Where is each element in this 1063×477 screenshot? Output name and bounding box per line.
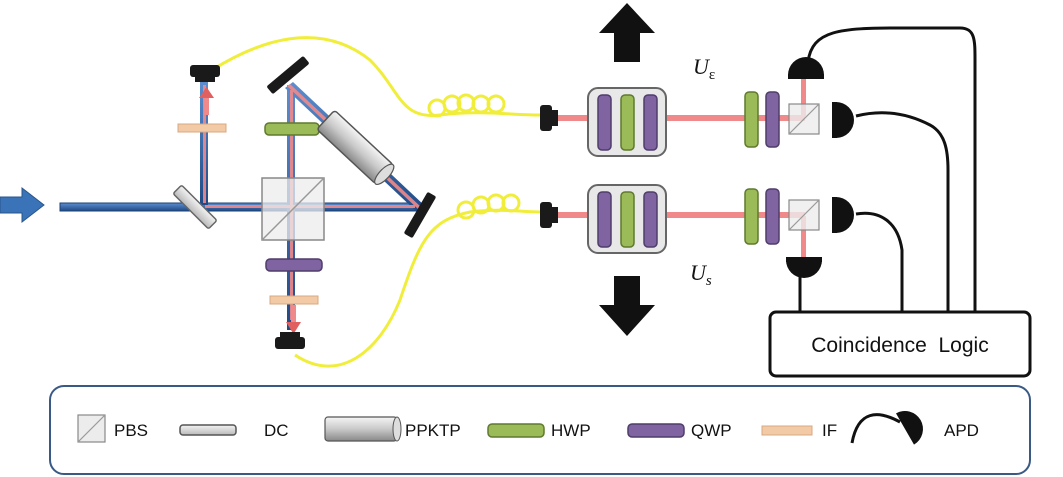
- up-arrow-icon: [599, 3, 655, 62]
- if-filter-upper: [177, 123, 227, 133]
- legend-dc-icon: [179, 424, 237, 436]
- legend: PBS DC PPKTP HWP QWP IF APD: [49, 385, 1031, 475]
- legend-label-apd: APD: [944, 421, 979, 440]
- if-filter-lower: [269, 295, 319, 305]
- fiber-lower: [294, 193, 541, 368]
- label-u-epsilon: Uε: [693, 54, 715, 83]
- output-coupler-lower: [540, 202, 558, 228]
- legend-label-dc: DC: [264, 421, 289, 440]
- mirror-right: [404, 192, 436, 238]
- legend-ppktp-icon: [324, 416, 402, 442]
- apd-detector-top: [788, 57, 824, 79]
- signal-arrows: [199, 87, 301, 334]
- ppktp-crystal: [317, 110, 395, 185]
- legend-label-hwp: HWP: [551, 421, 591, 440]
- fiber-coupler-upper: [190, 65, 220, 82]
- pbs-analysis-lower: [788, 199, 820, 231]
- mirror-top: [267, 56, 309, 94]
- fiber-upper: [211, 36, 541, 118]
- legend-label-ppktp: PPKTP: [405, 421, 461, 440]
- down-arrow-icon: [599, 276, 655, 336]
- coincidence-logic-label: Coincidence Logic: [811, 334, 988, 357]
- legend-qwp-icon: [627, 423, 685, 438]
- pbs-analysis-upper: [788, 103, 820, 135]
- unitary-box-s: [587, 184, 667, 254]
- apd-detector-right-lower: [832, 197, 854, 233]
- apd-detector-bottom: [786, 257, 822, 278]
- analysis-waveplates-upper: [744, 91, 780, 148]
- output-coupler-upper: [540, 105, 558, 131]
- legend-label-qwp: QWP: [691, 421, 732, 440]
- fiber-coupler-lower: [275, 332, 305, 349]
- input-arrow-icon: [0, 186, 45, 224]
- apd-detector-right-upper: [832, 102, 854, 138]
- label-u-s: Us: [690, 260, 712, 289]
- legend-apd-icon: [850, 411, 923, 445]
- pbs-interferometer: [261, 177, 325, 241]
- analysis-waveplates-lower: [744, 188, 780, 245]
- legend-label-pbs: PBS: [114, 421, 148, 440]
- output-beams: [555, 72, 806, 262]
- legend-if-icon: [761, 425, 813, 436]
- qwp-interferometer: [265, 258, 323, 272]
- legend-label-if: IF: [822, 421, 837, 440]
- coincidence-logic-box: Coincidence Logic: [768, 310, 1032, 378]
- detector-wires: [798, 26, 977, 312]
- legend-hwp-icon: [487, 423, 545, 438]
- legend-pbs-icon: [77, 414, 106, 443]
- dichroic-mirror: [173, 185, 217, 229]
- hwp-interferometer: [264, 122, 320, 136]
- unitary-box-epsilon: [587, 87, 667, 157]
